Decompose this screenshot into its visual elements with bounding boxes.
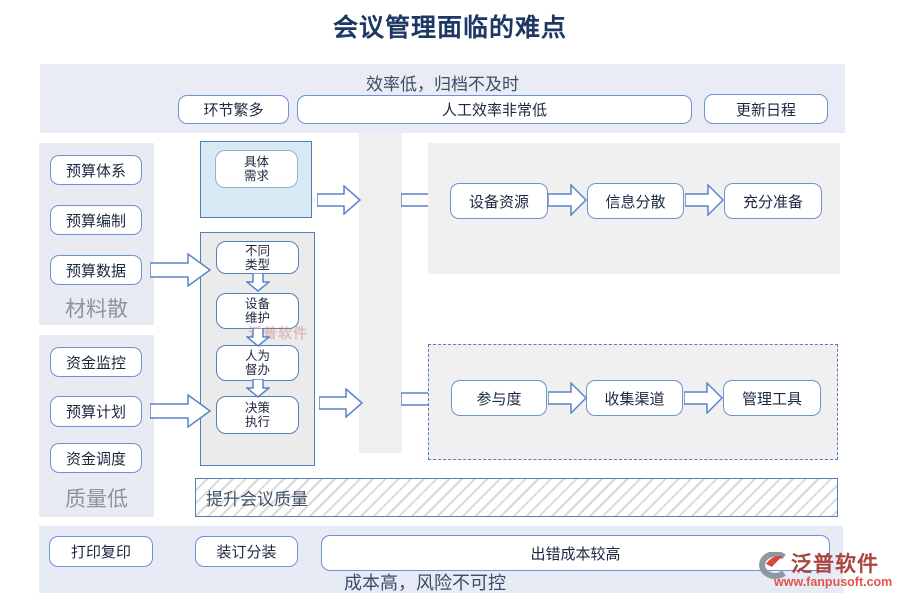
right-arrow-icon [684, 382, 723, 414]
decision-execution-node: 决策 执行 [216, 396, 299, 434]
low-quality-label: 质量低 [65, 488, 128, 511]
down-arrow-icon [246, 379, 270, 398]
budget-system-node: 预算体系 [50, 155, 142, 185]
participation-node: 参与度 [451, 380, 547, 416]
fund-monitoring-node: 资金监控 [50, 347, 142, 377]
right-arrow-icon [319, 388, 363, 418]
budget-plan-node: 预算计划 [50, 396, 142, 427]
right-arrow-icon [685, 184, 724, 216]
update-schedule-node: 更新日程 [704, 94, 828, 124]
different-types-node: 不同 类型 [216, 241, 299, 274]
quality-bar-label: 提升会议质量 [206, 490, 308, 509]
high-error-cost-node: 出错成本较高 [321, 535, 830, 571]
brand-url[interactable]: www.fanpusoft.com [774, 575, 893, 589]
collection-channels-node: 收集渠道 [586, 380, 683, 416]
right-arrow-icon [548, 382, 587, 414]
budget-data-node: 预算数据 [50, 255, 142, 285]
budget-compilation-node: 预算编制 [50, 205, 142, 235]
scattered-information-node: 信息分散 [587, 183, 684, 219]
right-arrow-icon [548, 184, 587, 216]
cost-risk-caption: 成本高，风险不可控 [344, 573, 506, 593]
fund-dispatch-node: 资金调度 [50, 443, 142, 473]
improve-meeting-quality-bar: 提升会议质量 [195, 478, 838, 517]
binding-packing-node: 装订分装 [195, 536, 298, 567]
right-arrow-icon [150, 394, 212, 428]
full-preparation-node: 充分准备 [724, 183, 822, 219]
materials-scattered-label: 材料散 [65, 298, 128, 321]
efficiency-heading: 效率低，归档不及时 [366, 75, 519, 94]
brand-logo-icon [759, 552, 786, 579]
management-tools-node: 管理工具 [723, 380, 821, 416]
manual-supervision-node: 人为 督办 [216, 345, 299, 381]
right-arrow-icon [317, 185, 361, 215]
print-copy-node: 打印复印 [49, 536, 153, 567]
right-arrow-icon [150, 253, 212, 287]
many-steps-node: 环节繁多 [178, 95, 289, 124]
page-title: 会议管理面临的难点 [332, 14, 567, 42]
vertical-divider-strip [359, 133, 402, 453]
equipment-resources-node: 设备资源 [450, 183, 548, 219]
down-arrow-icon [246, 328, 270, 347]
specific-needs-node: 具体 需求 [215, 150, 298, 188]
low-manual-efficiency-node: 人工效率非常低 [297, 95, 692, 124]
brand-name: 泛普软件 [791, 553, 879, 576]
brand-logo: 泛普软件 www.fanpusoft.com [756, 548, 896, 594]
down-arrow-icon [246, 273, 270, 292]
